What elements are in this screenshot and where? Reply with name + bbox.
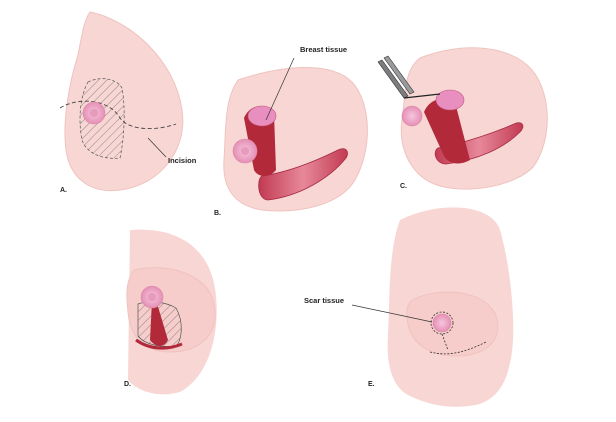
panel-e-scar-line [429,333,487,355]
panel-c-areola [401,105,423,127]
panel-c-label: C. [400,183,407,190]
breast-tissue-callout: Breast tissue [300,45,347,54]
panel-b-label: B. [214,210,221,217]
panel-d-label: D. [124,381,131,388]
panel-e-scar-ring [430,311,454,335]
panel-b-flap-tissue [258,148,348,201]
panel-d-nipple [148,293,156,301]
panel-d-base-incision [135,338,183,350]
panel-e: Scar tissue E. [304,207,514,407]
panel-b-breast-tissue [247,105,277,127]
panel-a-label: A. [60,187,67,194]
incision-callout: Incision [168,156,197,165]
panel-e-breast [406,291,499,357]
panel-a: Incision A. [59,11,197,194]
panel-a-incision-line [59,100,177,130]
panel-e-label: E. [368,381,375,388]
panel-c-pedicle [424,98,470,164]
scar-tissue-callout: Scar tissue [304,296,344,305]
surgical-forceps-icon [377,55,441,99]
panel-e-areola [432,313,452,333]
panel-c: C. [377,47,548,190]
panel-d: D. [124,229,217,395]
breast-tissue-leader-line [265,57,295,121]
panel-c-breast-tissue [435,89,465,111]
panel-b: Breast tissue B. [214,45,368,217]
panel-a-nipple [90,109,98,117]
panel-d-vertical-incision [150,300,168,346]
scar-tissue-leader-line [351,304,433,323]
panel-b-nipple [241,147,249,155]
incision-leader-line [147,137,167,158]
panel-c-breast [400,47,548,190]
